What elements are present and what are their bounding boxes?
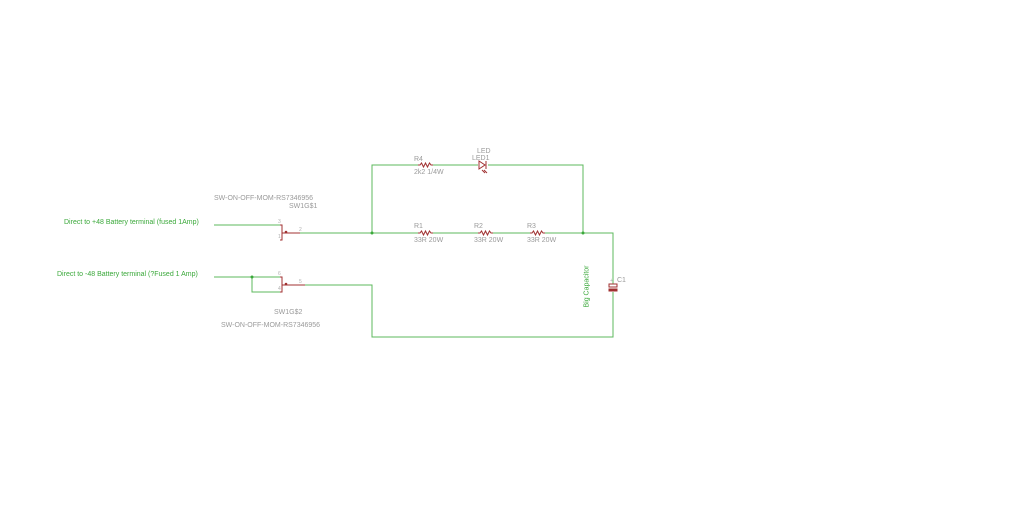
switch-sw1[interactable] <box>280 224 300 241</box>
resistor-r3[interactable] <box>530 229 545 237</box>
led-name: LED1 <box>472 155 490 162</box>
r1-value: 33R 20W <box>414 237 444 244</box>
junction <box>581 231 585 235</box>
c1-name: C1 <box>617 277 626 284</box>
sw1-pin: 1 <box>278 234 281 240</box>
r4-name: R4 <box>414 156 423 163</box>
wire-return <box>305 284 614 338</box>
sw1-value: SW-ON-OFF-MOM-RS7346956 <box>214 195 314 202</box>
wire-led-out <box>488 164 584 233</box>
sw1-pin: 3 <box>278 219 281 225</box>
sw2-value: SW-ON-OFF-MOM-RS7346956 <box>221 322 321 329</box>
r4-value: 2k2 1/4W <box>414 169 444 176</box>
sw2-name: SW1G$2 <box>274 309 303 316</box>
sw2-pin: 6 <box>278 271 281 277</box>
parts <box>280 160 618 293</box>
wire-neg-loop <box>251 277 280 293</box>
capacitor-c1[interactable] <box>608 283 618 292</box>
sw1-name: SW1G$1 <box>289 203 318 210</box>
switch-sw2[interactable] <box>280 276 305 293</box>
junction <box>370 231 374 235</box>
junction <box>250 275 254 279</box>
r1-name: R1 <box>414 223 423 230</box>
resistor-r2[interactable] <box>478 229 493 237</box>
r2-name: R2 <box>474 223 483 230</box>
r3-value: 33R 20W <box>527 237 557 244</box>
sw1-pin: 2 <box>299 227 302 233</box>
resistor-r4[interactable] <box>418 161 433 169</box>
net-label-cap: Big Capacitor <box>583 265 591 308</box>
led-value: LED <box>477 148 491 155</box>
net-label-pos: Direct to +48 Battery terminal (fused 1A… <box>64 219 199 226</box>
sw2-pin: 4 <box>278 286 281 292</box>
net-label-neg: Direct to -48 Battery terminal (?Fused 1… <box>57 271 198 278</box>
wires <box>214 164 614 338</box>
r3-name: R3 <box>527 223 536 230</box>
c1-plus: + <box>610 278 613 284</box>
wire-top <box>371 164 418 233</box>
led-led1[interactable] <box>478 160 488 174</box>
r2-value: 33R 20W <box>474 237 504 244</box>
wire-r3-c1 <box>545 232 614 284</box>
junctions <box>250 231 585 279</box>
resistor-r1[interactable] <box>418 229 433 237</box>
sw2-pin: 5 <box>299 279 302 285</box>
